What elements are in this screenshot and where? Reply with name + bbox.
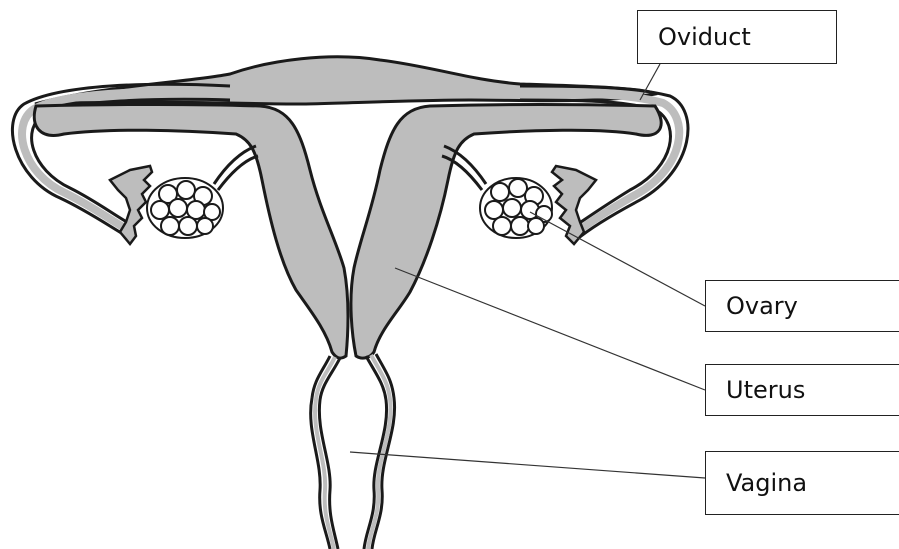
uterus-label: Uterus [705,364,899,416]
left-fimbriae [110,166,152,244]
ovary-label-text: Ovary [726,292,798,320]
ovary-leader-line [530,212,705,306]
ovary-label: Ovary [705,280,899,332]
left-ovarian-ligament [214,146,256,184]
vagina-label: Vagina [705,451,899,515]
right-fimbriae [552,166,596,244]
vagina-leader-line [350,452,705,478]
uterus-leader-line [395,268,705,390]
oviduct-label-text: Oviduct [658,23,751,51]
oviduct-label: Oviduct [637,10,837,64]
left-ovarian-ligament-inner [218,156,258,190]
vagina-label-text: Vagina [726,469,807,497]
uterus-label-text: Uterus [726,376,805,404]
right-ovary [480,178,552,238]
left-ovary [147,178,223,238]
